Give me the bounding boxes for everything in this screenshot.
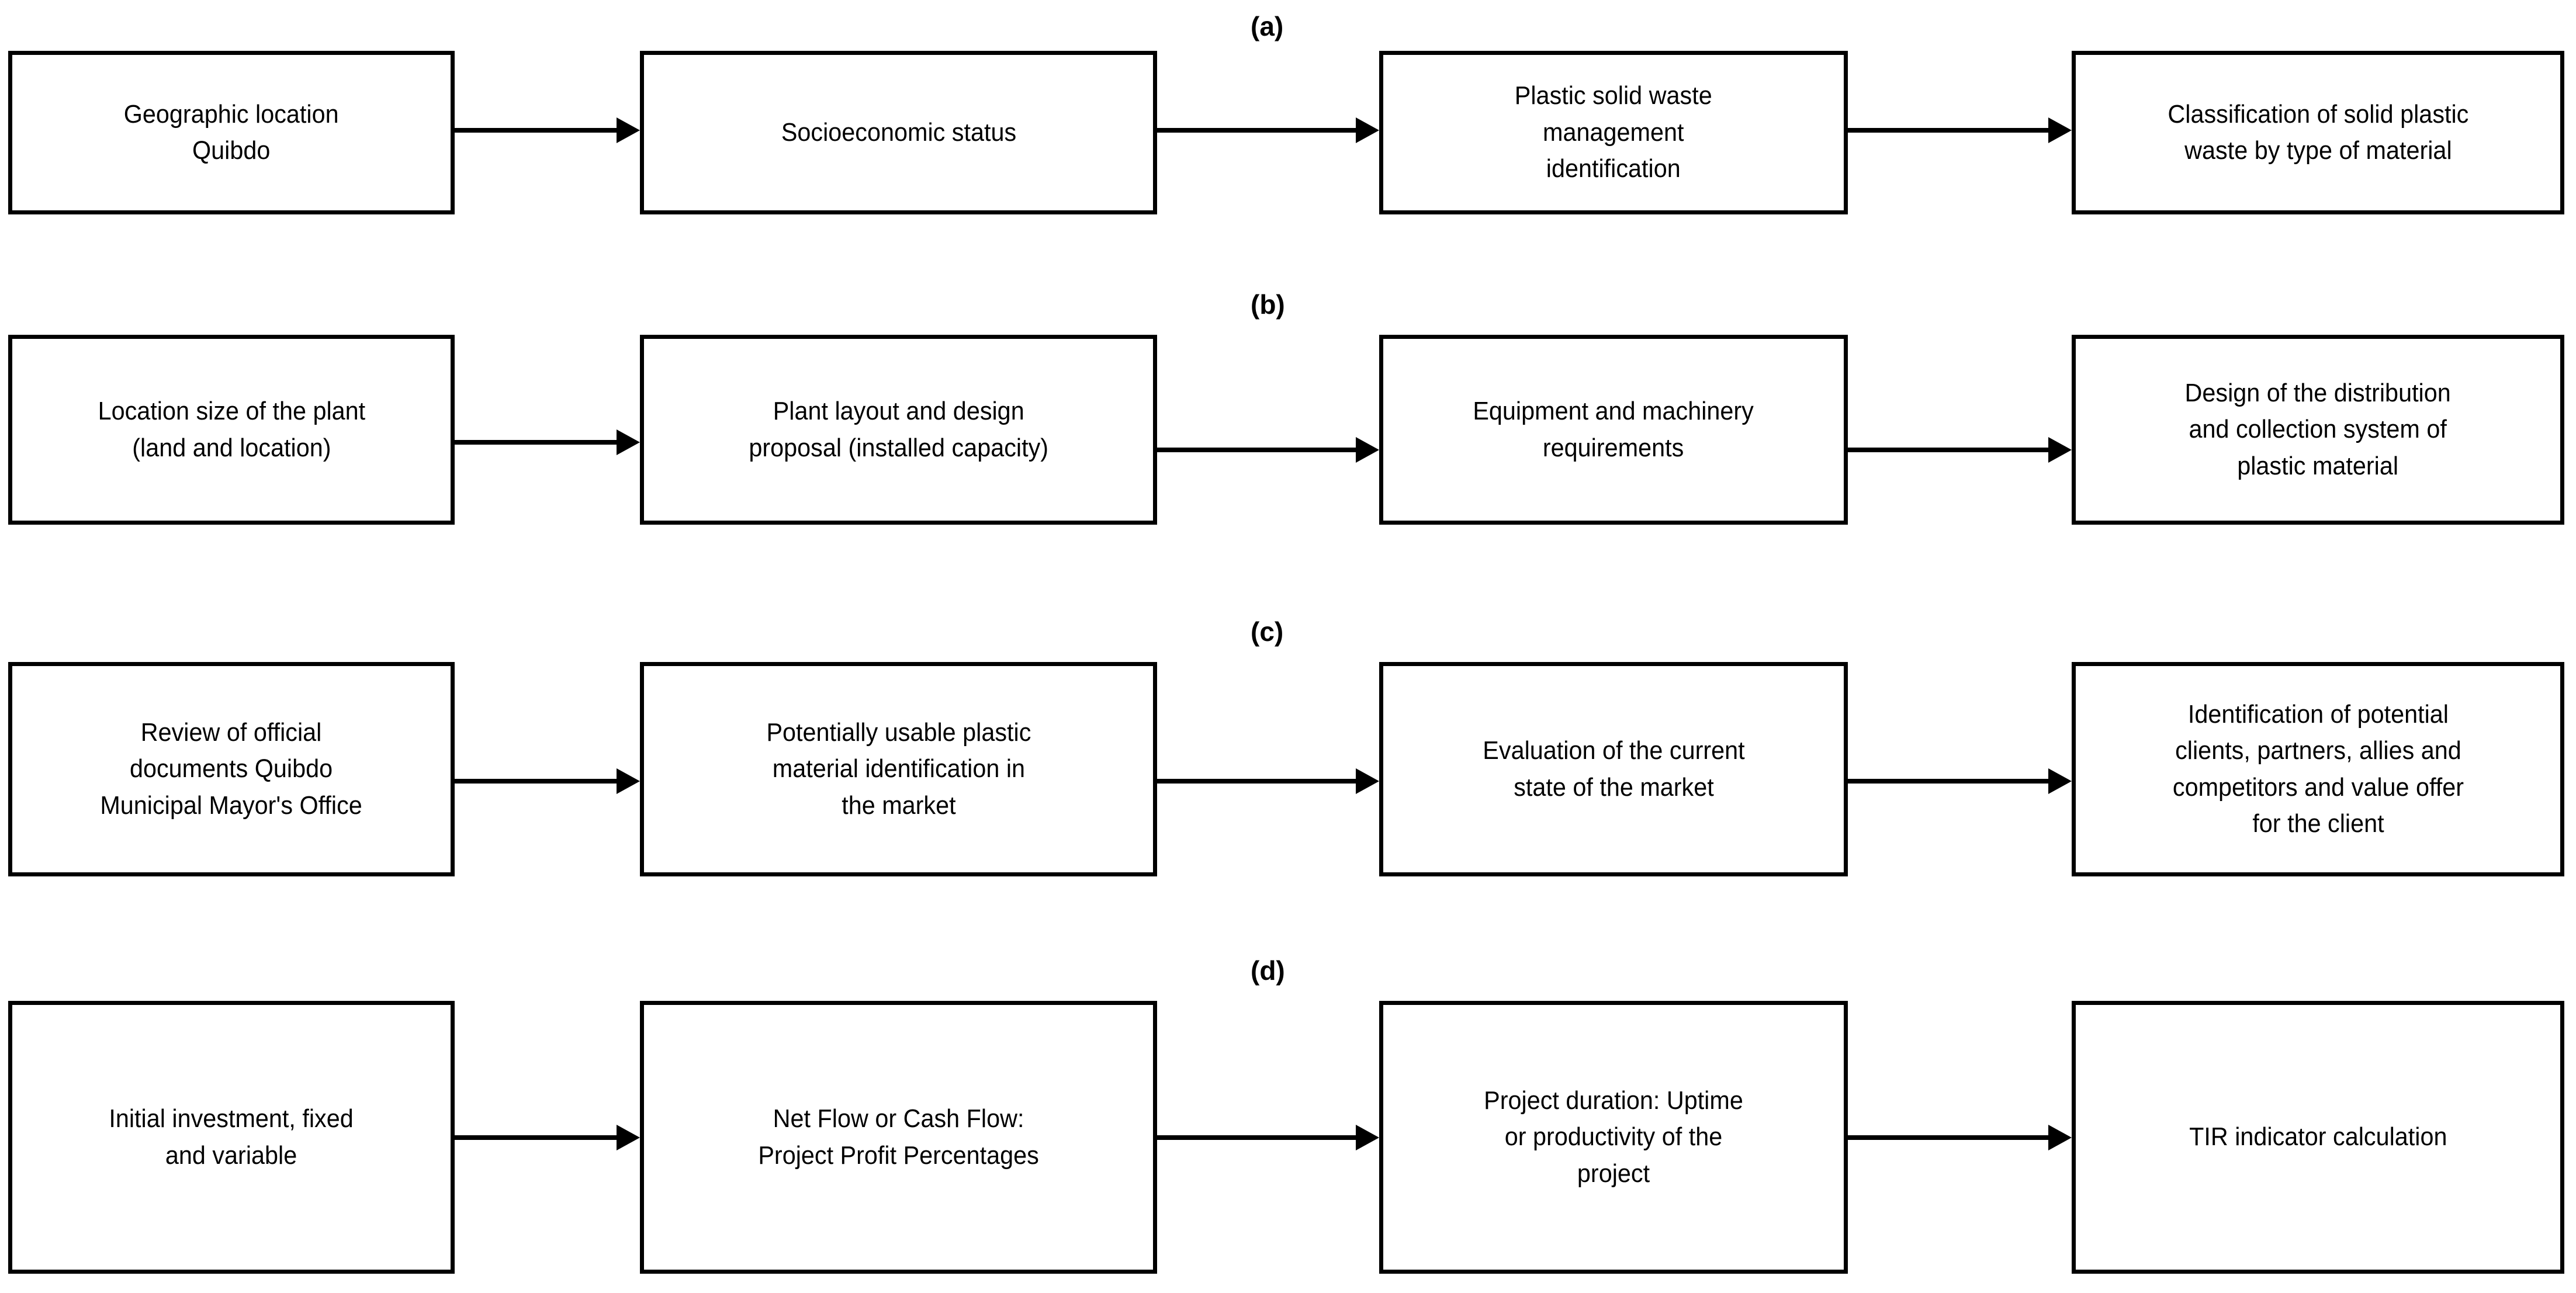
arrow-head-icon [617, 429, 640, 455]
node-d-1: Initial investment, fixed and variable [8, 1001, 455, 1274]
arrow-head-icon [617, 768, 640, 794]
node-c-1-label: Review of official documents Quibdo Muni… [100, 717, 363, 820]
node-b-2: Plant layout and design proposal (instal… [640, 335, 1157, 525]
node-d-4-label: TIR indicator calculation [2189, 1122, 2447, 1152]
row-label-d: (d) [1251, 955, 1285, 986]
arrow-head-icon [1356, 437, 1379, 463]
arrow-head-icon [1356, 117, 1379, 143]
node-b-2-label: Plant layout and design proposal (instal… [749, 397, 1048, 462]
node-d-2: Net Flow or Cash Flow: Project Profit Pe… [640, 1001, 1157, 1274]
arrow-shaft [1157, 448, 1358, 452]
arrow-shaft [455, 1135, 618, 1140]
node-b-1: Location size of the plant (land and loc… [8, 335, 455, 525]
node-a-4-label: Classification of solid plastic waste by… [2168, 99, 2468, 165]
node-d-3-label: Project duration: Uptime or productivity… [1484, 1086, 1743, 1188]
arrow-shaft [1157, 128, 1358, 133]
node-b-4-label: Design of the distribution and collectio… [2184, 378, 2452, 480]
row-label-b: (b) [1251, 289, 1285, 320]
arrow-shaft [1157, 1135, 1358, 1140]
node-d-4: TIR indicator calculation [2072, 1001, 2564, 1274]
node-c-3: Evaluation of the current state of the m… [1379, 662, 1848, 876]
node-b-3: Equipment and machinery requirements [1379, 335, 1848, 525]
node-a-3: Plastic solid waste management identific… [1379, 51, 1848, 214]
node-d-3: Project duration: Uptime or productivity… [1379, 1001, 1848, 1274]
arrow-shaft [455, 128, 618, 133]
node-a-3-label: Plastic solid waste management identific… [1515, 81, 1712, 183]
node-c-1: Review of official documents Quibdo Muni… [8, 662, 455, 876]
node-d-2-label: Net Flow or Cash Flow: Project Profit Pe… [758, 1104, 1039, 1170]
node-c-3-label: Evaluation of the current state of the m… [1482, 736, 1745, 802]
arrow-shaft [455, 779, 618, 784]
arrow-head-icon [2048, 1125, 2072, 1150]
arrow-head-icon [617, 117, 640, 143]
node-c-4-label: Identification of potential clients, par… [2172, 699, 2464, 838]
node-c-4: Identification of potential clients, par… [2072, 662, 2564, 876]
arrow-shaft [1848, 128, 2050, 133]
node-b-3-label: Equipment and machinery requirements [1473, 397, 1754, 462]
node-b-1-label: Location size of the plant (land and loc… [98, 397, 365, 462]
node-b-4: Design of the distribution and collectio… [2072, 335, 2564, 525]
arrow-head-icon [1356, 768, 1379, 794]
node-d-1-label: Initial investment, fixed and variable [109, 1104, 354, 1170]
row-label-c: (c) [1251, 616, 1284, 647]
arrow-shaft [1848, 779, 2050, 784]
node-a-2: Socioeconomic status [640, 51, 1157, 214]
arrow-head-icon [2048, 768, 2072, 794]
arrow-shaft [1157, 779, 1358, 784]
arrow-shaft [1848, 448, 2050, 452]
arrow-shaft [1848, 1135, 2050, 1140]
node-c-2-label: Potentially usable plastic material iden… [766, 717, 1031, 820]
node-a-1-label: Geographic location Quibdo [124, 99, 339, 165]
node-c-2: Potentially usable plastic material iden… [640, 662, 1157, 876]
arrow-head-icon [1356, 1125, 1379, 1150]
node-a-2-label: Socioeconomic status [781, 117, 1016, 147]
arrow-head-icon [2048, 437, 2072, 463]
arrow-head-icon [2048, 117, 2072, 143]
arrow-head-icon [617, 1125, 640, 1150]
node-a-4: Classification of solid plastic waste by… [2072, 51, 2564, 214]
node-a-1: Geographic location Quibdo [8, 51, 455, 214]
row-label-a: (a) [1251, 11, 1284, 41]
arrow-shaft [455, 440, 618, 445]
